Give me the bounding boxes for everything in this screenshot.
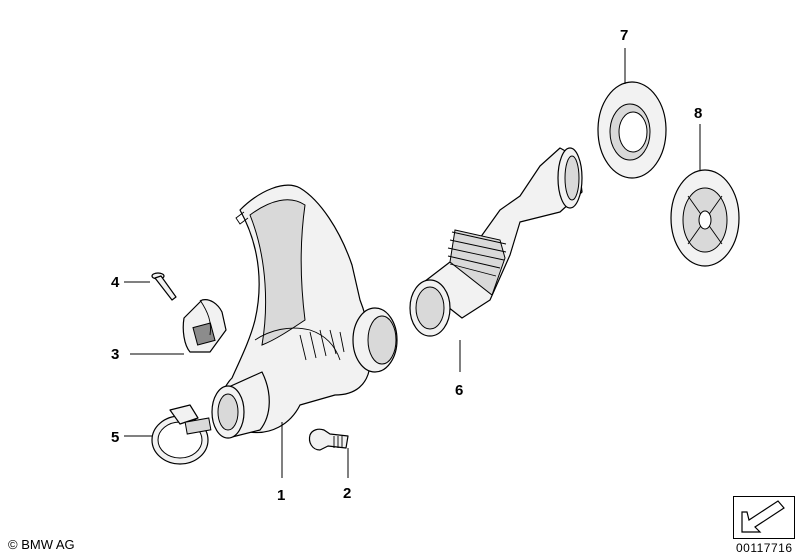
callout-3: 3: [111, 346, 119, 363]
copyright-text: © BMW AG: [8, 537, 75, 552]
callout-4: 4: [111, 274, 120, 291]
arrow-nav-icon: [741, 500, 785, 533]
part-5-hose-clamp: [151, 404, 212, 465]
part-4-bolt: [151, 272, 177, 301]
callout-8: 8: [694, 105, 702, 122]
part-6-bellows-hose: [409, 147, 583, 337]
nav-box: [733, 496, 795, 539]
callout-2: 2: [343, 485, 351, 502]
part-7-grommet: [597, 81, 667, 179]
callout-5: 5: [111, 429, 119, 446]
part-8-cover-plug: [670, 169, 740, 267]
callout-1: 1: [277, 487, 285, 504]
doc-number: 00117716: [736, 541, 793, 555]
leader-lines: [124, 48, 701, 478]
callout-7: 7: [620, 27, 628, 44]
part-2-clip: [308, 428, 349, 451]
part-3-bracket: [182, 299, 227, 353]
part-1-intake-housing: [211, 184, 398, 439]
callout-6: 6: [455, 382, 463, 399]
